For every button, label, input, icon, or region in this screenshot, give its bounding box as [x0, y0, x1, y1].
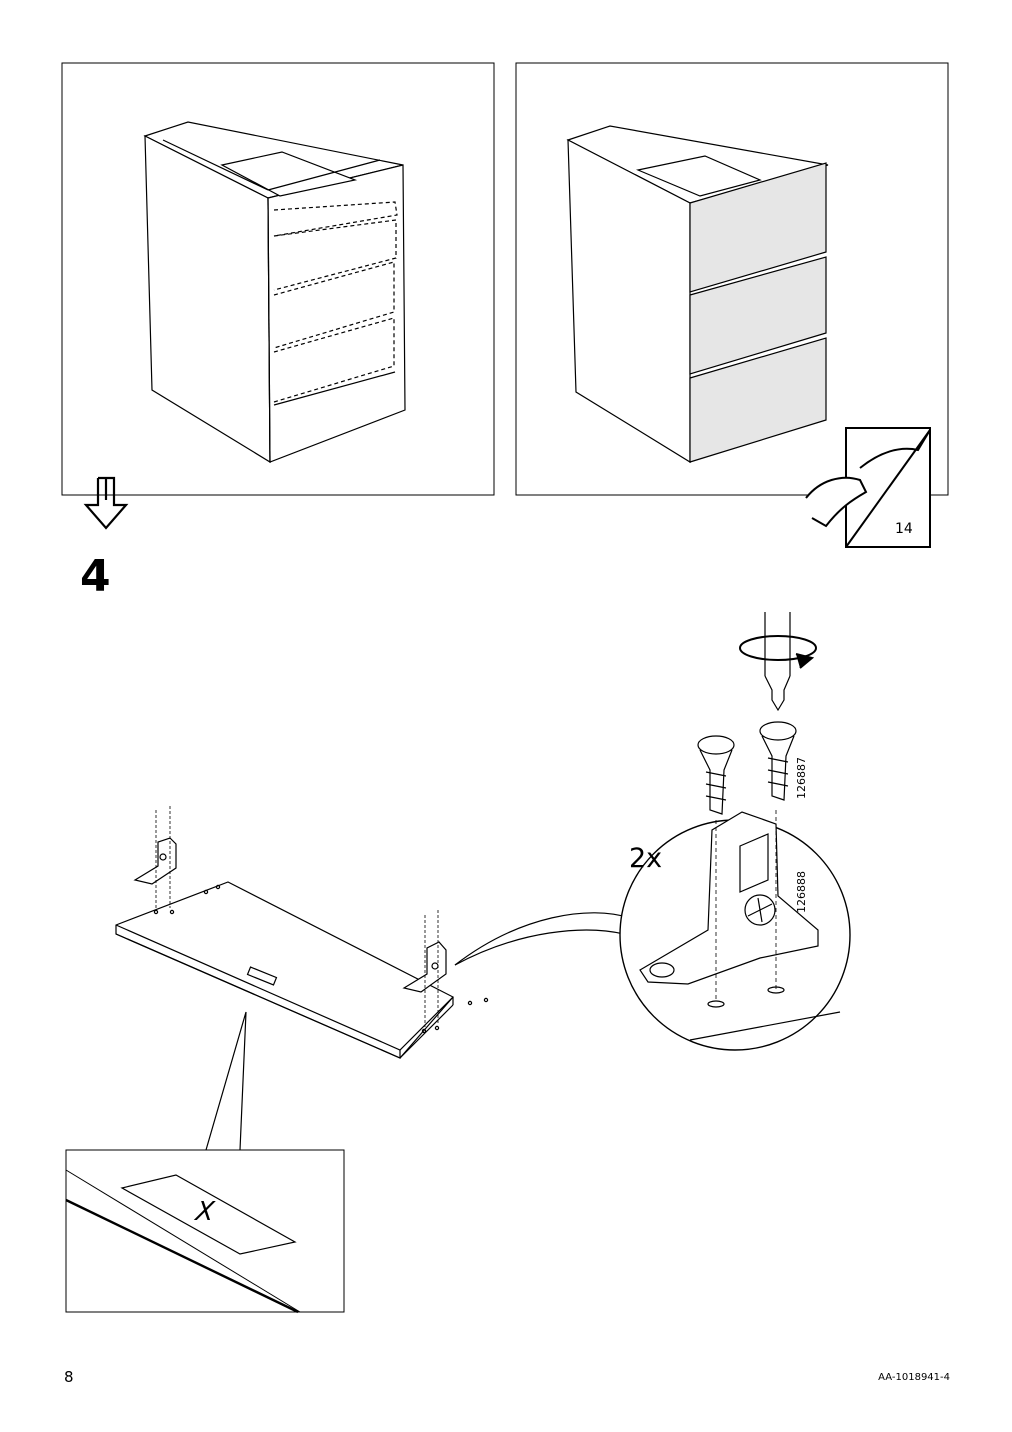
screw-left	[697, 735, 735, 815]
document-code: AA-1018941-4	[878, 1372, 950, 1383]
screwdriver	[764, 612, 791, 712]
quantity-label: 2x	[629, 843, 663, 874]
page-reference: 14	[895, 521, 913, 537]
part-code-screw: 126887	[795, 757, 808, 799]
plinth-board	[115, 881, 489, 1059]
page-number: 8	[64, 1368, 74, 1386]
page-turn-icon	[805, 427, 931, 548]
rotate-icon	[739, 635, 817, 669]
panel-cabinet-outline	[61, 62, 495, 496]
cabinet-with-drawer-fronts	[566, 125, 829, 464]
bracket-left	[133, 806, 177, 910]
bracket-right	[402, 910, 447, 1027]
screw-right	[759, 721, 797, 801]
part-code-bracket: 126888	[795, 871, 808, 913]
panel-cabinet-finished-outline	[515, 62, 949, 496]
arrow-down-icon	[83, 476, 129, 530]
cabinet-with-dashed-drawers	[143, 121, 406, 464]
board-edge-detail	[65, 1011, 345, 1314]
step-number: 4	[80, 551, 111, 602]
bracket-detail-zoom	[454, 810, 851, 1051]
